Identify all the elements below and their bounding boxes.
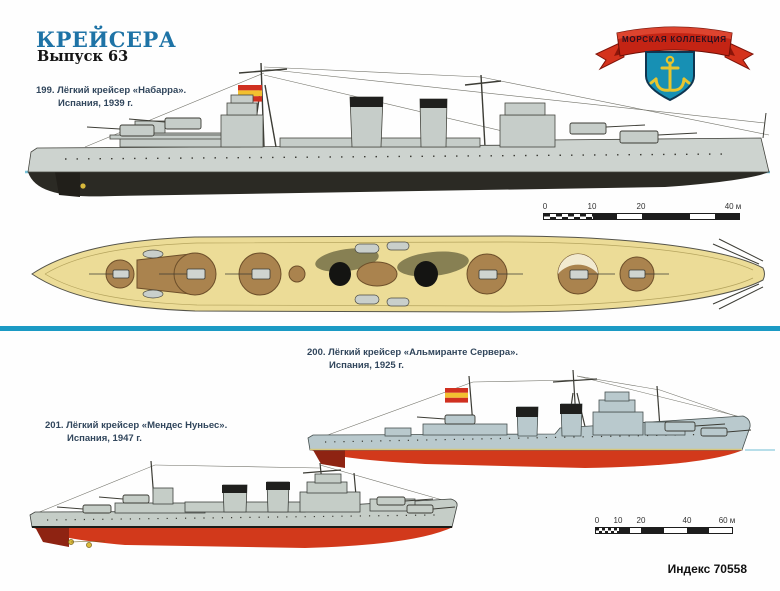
- caption-ship-201-line2: Испания, 1947 г.: [67, 433, 142, 444]
- scale-bar-segments: [595, 527, 733, 534]
- ship-199-plan-view: [31, 235, 765, 313]
- underwater-hull-red: [310, 450, 743, 468]
- scale-tick-label: 40 м: [724, 202, 742, 211]
- superstructure: [114, 473, 416, 514]
- caption-ship-201: 201. Лёгкий крейсер «Мендес Нуньес». Исп…: [45, 419, 227, 445]
- funnels: [349, 96, 448, 148]
- funnel-cap: [560, 404, 582, 414]
- caption-ship-199: 199. Лёгкий крейсер «Набарра». Испания, …: [36, 84, 186, 110]
- scale-tick-label: 40: [682, 516, 692, 525]
- scale-tick-label: 20: [636, 516, 646, 525]
- propellers: [68, 539, 106, 548]
- anchor-icon: [649, 55, 691, 92]
- caption-ship-200-line1: 200. Лёгкий крейсер «Альмиранте Сервера»…: [307, 347, 519, 358]
- funnel-cap: [350, 97, 383, 107]
- series-logo: МОРСКАЯ КОЛЛЕКЦИЯ: [594, 26, 755, 102]
- scale-bar-bottom: 0 10 20 40 60 м: [595, 516, 735, 534]
- page-title: КРЕЙСЕРА: [36, 27, 177, 52]
- platform-ring: [558, 254, 598, 274]
- deck-edge-line: [44, 273, 754, 307]
- stern-skeg: [55, 172, 80, 197]
- caption-ship-199-line1: 199. Лёгкий крейсер «Набарра».: [36, 85, 187, 96]
- propeller-guards: [712, 238, 764, 310]
- funnel-cap: [266, 482, 290, 490]
- scale-tick-label: 0: [594, 516, 600, 525]
- scale-tick-label: 10: [613, 516, 623, 525]
- funnels: [516, 403, 583, 437]
- anchor-shield-icon: [645, 51, 695, 102]
- funnel-cap: [222, 485, 247, 493]
- ship-200-side-view: [307, 369, 775, 468]
- caption-ship-201-line1: 201. Лёгкий крейсер «Мендес Нуньес».: [45, 420, 228, 431]
- stern-skeg: [35, 527, 69, 547]
- scale-tick-label: 60 м: [718, 516, 736, 525]
- turret-tops: [89, 268, 669, 280]
- underwater-hull-red: [32, 527, 453, 548]
- stern-skeg: [313, 450, 345, 468]
- deck-edge-line: [44, 241, 754, 275]
- caption-ship-200-line2: Испания, 1925 г.: [329, 360, 404, 371]
- propeller: [80, 183, 86, 189]
- scale-bar-top: 0 10 20 40 м: [543, 202, 741, 220]
- scale-tick-label: 20: [636, 202, 646, 211]
- spanish-flag: [445, 388, 468, 403]
- rigging-lines: [36, 464, 454, 514]
- underwater-hull: [28, 172, 769, 197]
- funnel-cap: [516, 407, 538, 417]
- ship-201-side-view: [29, 460, 458, 548]
- scale-bar-segments: [543, 213, 740, 220]
- ship-199-side-view: [25, 62, 770, 197]
- funnels: [222, 481, 290, 513]
- index-label: Индекс 70558: [667, 562, 747, 576]
- ribbon-banner-icon: МОРСКАЯ КОЛЛЕКЦИЯ: [594, 26, 755, 71]
- scale-tick-label: 10: [587, 202, 597, 211]
- funnel-cap: [420, 99, 447, 108]
- caption-ship-199-line2: Испания, 1939 г.: [58, 98, 133, 109]
- gun-turrets: [416, 414, 752, 437]
- gun-turrets: [56, 494, 456, 514]
- scale-tick-label: 0: [542, 202, 548, 211]
- jackstaff: [762, 112, 767, 139]
- issue-label: Выпуск 63: [37, 48, 129, 65]
- funnel-openings: [329, 261, 438, 287]
- banner-text: МОРСКАЯ КОЛЛЕКЦИЯ: [622, 35, 726, 44]
- ship-boats: [142, 241, 410, 307]
- gun-turrets: [86, 117, 698, 144]
- caption-ship-200: 200. Лёгкий крейсер «Альмиранте Сервера»…: [307, 346, 518, 372]
- portholes: [46, 514, 436, 521]
- section-divider: [0, 326, 780, 331]
